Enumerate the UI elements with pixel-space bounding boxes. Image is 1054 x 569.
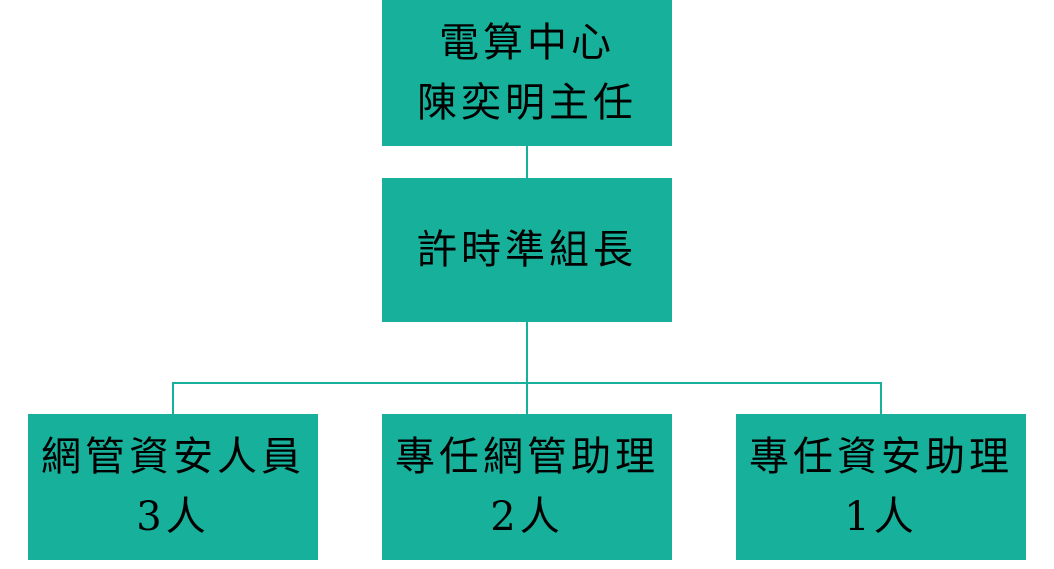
org-node-computer-center: 電算中心 陳奕明主任 [382, 0, 672, 146]
org-node-person: 陳奕明主任 [417, 80, 637, 126]
org-node-title: 網管資安人員 [41, 434, 305, 480]
connector-branch-right [880, 382, 882, 414]
org-node-title: 專任資安助理 [749, 434, 1013, 480]
connector-branch-horizontal [172, 382, 882, 384]
org-node-title: 電算中心 [439, 20, 615, 66]
org-node-count: 1人 [844, 494, 918, 540]
org-node-network-assistant: 專任網管助理 2人 [382, 414, 672, 560]
org-node-count: 3人 [136, 494, 210, 540]
connector-leader-to-branch [526, 322, 528, 414]
org-node-network-security-staff: 網管資安人員 3人 [28, 414, 318, 560]
org-node-person: 許時準組長 [417, 227, 637, 273]
connector-top-to-leader [526, 146, 528, 178]
org-node-security-assistant: 專任資安助理 1人 [736, 414, 1026, 560]
connector-branch-left [172, 382, 174, 414]
org-node-title: 專任網管助理 [395, 434, 659, 480]
org-node-count: 2人 [490, 494, 564, 540]
org-node-group-leader: 許時準組長 [382, 178, 672, 322]
